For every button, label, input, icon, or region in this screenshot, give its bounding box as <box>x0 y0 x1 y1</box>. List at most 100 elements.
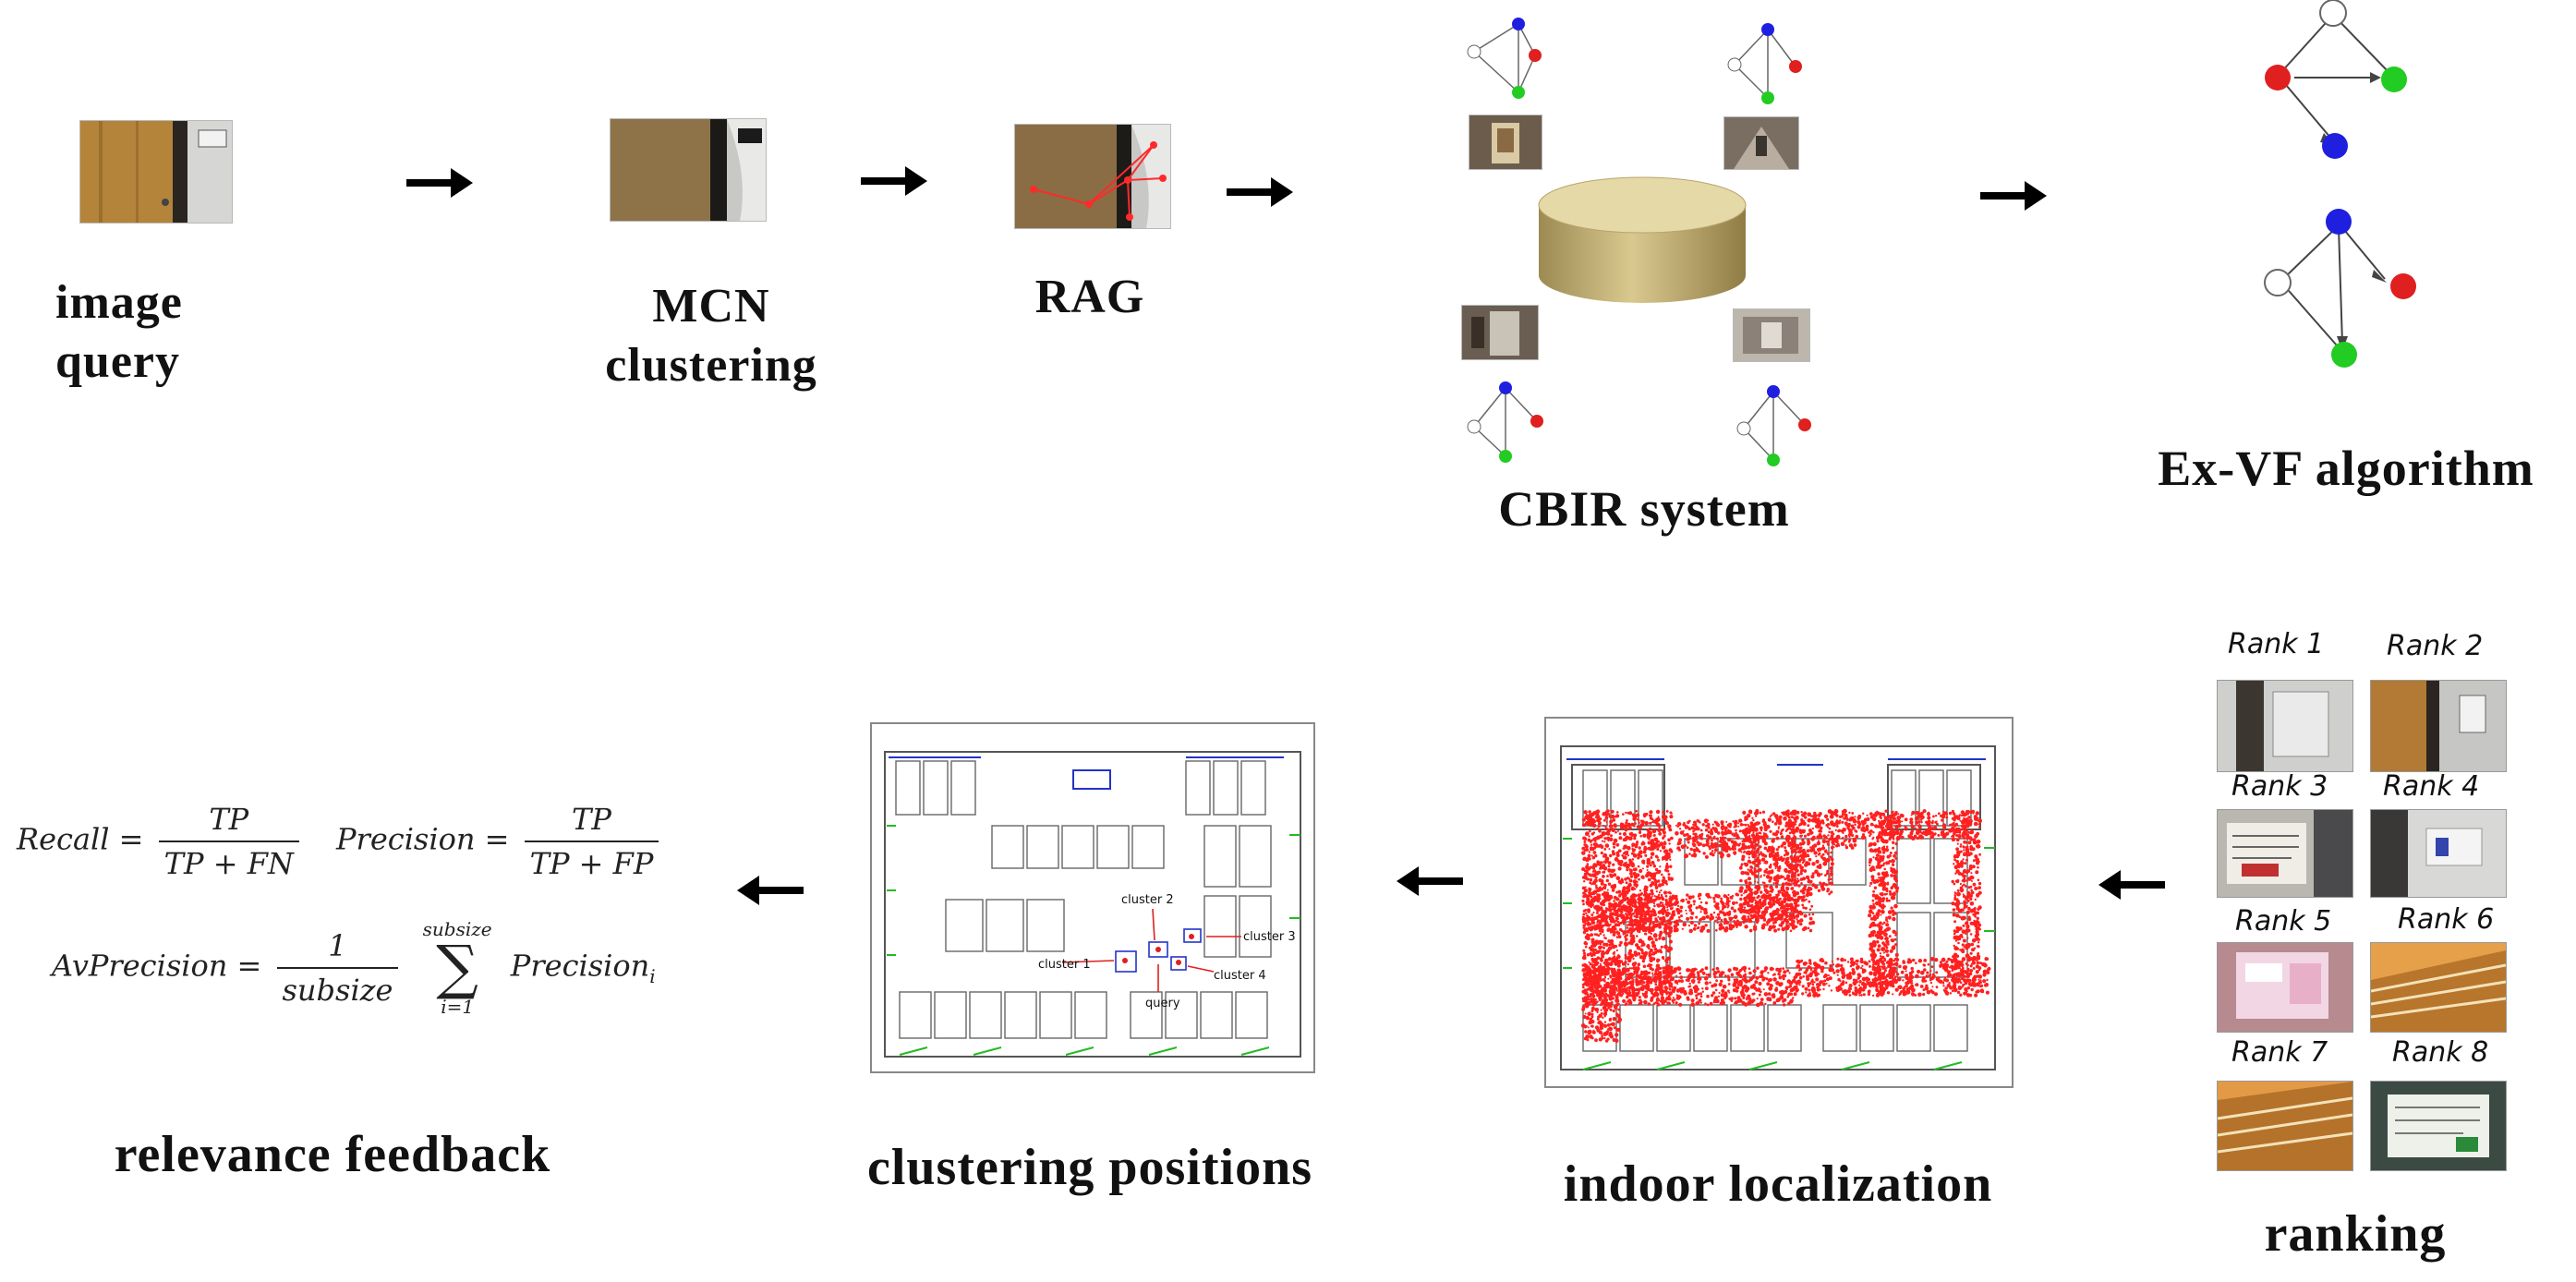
localization-point <box>1869 881 1873 885</box>
localization-point <box>1678 1002 1683 1007</box>
localization-point <box>1910 979 1913 982</box>
localization-point <box>1694 989 1698 994</box>
localization-point <box>1789 847 1793 850</box>
localization-point <box>1643 849 1647 852</box>
localization-point <box>1698 904 1702 909</box>
localization-point <box>1872 889 1875 893</box>
localization-point <box>1869 964 1871 968</box>
localization-point <box>1622 813 1625 816</box>
localization-point <box>1755 901 1760 905</box>
localization-point <box>1635 926 1639 931</box>
localization-point <box>1783 970 1787 974</box>
localization-point <box>1878 902 1882 907</box>
localization-point <box>1659 982 1663 986</box>
localization-point <box>1662 810 1665 814</box>
localization-point <box>1768 986 1773 991</box>
localization-point <box>1786 889 1789 891</box>
localization-point <box>1594 853 1598 858</box>
localization-point <box>1808 921 1813 925</box>
localization-point <box>1871 849 1875 853</box>
localization-point <box>1772 910 1776 914</box>
localization-point <box>1632 995 1637 999</box>
localization-point <box>1964 862 1967 865</box>
localization-point <box>1978 962 1982 965</box>
localization-point <box>1794 985 1798 990</box>
localization-point <box>1608 904 1612 909</box>
localization-point <box>1844 959 1847 962</box>
localization-point <box>1832 822 1836 828</box>
localization-point <box>1772 973 1776 976</box>
localization-point <box>1841 837 1844 840</box>
localization-point <box>1852 819 1856 822</box>
localization-point <box>1695 915 1699 919</box>
localization-point <box>1634 914 1639 919</box>
localization-point <box>1888 974 1892 977</box>
localization-point <box>1818 829 1821 833</box>
localization-point <box>1944 986 1948 990</box>
localization-point <box>1699 911 1702 913</box>
localization-point <box>1601 901 1605 906</box>
localization-point <box>1660 889 1663 892</box>
localization-point <box>1822 987 1825 991</box>
localization-point <box>1658 933 1663 937</box>
localization-point <box>1828 827 1832 830</box>
localization-point <box>1666 957 1670 962</box>
localization-point <box>1612 885 1616 889</box>
localization-point <box>1883 867 1886 871</box>
localization-point <box>1783 889 1786 893</box>
localization-point <box>1621 968 1625 972</box>
localization-point <box>1625 881 1628 885</box>
localization-point <box>1885 863 1888 865</box>
localization-point <box>1670 836 1674 841</box>
localization-point <box>1647 859 1651 862</box>
localization-point <box>1673 967 1678 972</box>
localization-point <box>1638 996 1641 998</box>
localization-point <box>1602 979 1606 983</box>
localization-point <box>1802 858 1806 863</box>
localization-point <box>1651 940 1655 945</box>
localization-point <box>1663 890 1668 895</box>
localization-point <box>1830 890 1833 894</box>
localization-point <box>1927 962 1930 966</box>
localization-point <box>1633 967 1637 971</box>
localization-point <box>1744 823 1748 827</box>
localization-point <box>1764 884 1769 889</box>
localization-point <box>1638 1002 1641 1006</box>
localization-point <box>1885 961 1890 964</box>
localization-point <box>1655 890 1658 893</box>
localization-point <box>1782 977 1785 981</box>
localization-point <box>1621 915 1625 918</box>
localization-point <box>1623 923 1626 925</box>
localization-point <box>1793 854 1796 857</box>
localization-point <box>1854 816 1856 818</box>
localization-point <box>1641 928 1646 933</box>
localization-point <box>1772 863 1776 866</box>
localization-point <box>1582 913 1586 916</box>
localization-point <box>1849 816 1854 821</box>
localization-point <box>1695 968 1698 971</box>
localization-point <box>1893 903 1898 909</box>
rank-image-1 <box>2217 680 2353 772</box>
localization-point <box>1956 842 1959 845</box>
localization-point <box>1869 971 1873 976</box>
localization-point <box>1874 894 1880 899</box>
rank-title-4: Rank 4 <box>2383 770 2480 803</box>
localization-point <box>1881 871 1886 876</box>
localization-point <box>1956 990 1961 995</box>
localization-point <box>1611 828 1615 832</box>
localization-point <box>1751 891 1754 894</box>
localization-point <box>1888 916 1892 920</box>
localization-point <box>1953 944 1955 948</box>
localization-point <box>1646 835 1651 840</box>
localization-point <box>1961 929 1966 934</box>
localization-point <box>1651 883 1655 886</box>
localization-point <box>1588 893 1592 898</box>
localization-point <box>1757 881 1760 884</box>
localization-point <box>1782 967 1784 970</box>
localization-point <box>1809 969 1812 972</box>
localization-point <box>1632 978 1635 981</box>
localization-point <box>1598 927 1602 930</box>
localization-point <box>1891 909 1895 913</box>
localization-point <box>1776 879 1780 883</box>
localization-point <box>1675 994 1678 997</box>
